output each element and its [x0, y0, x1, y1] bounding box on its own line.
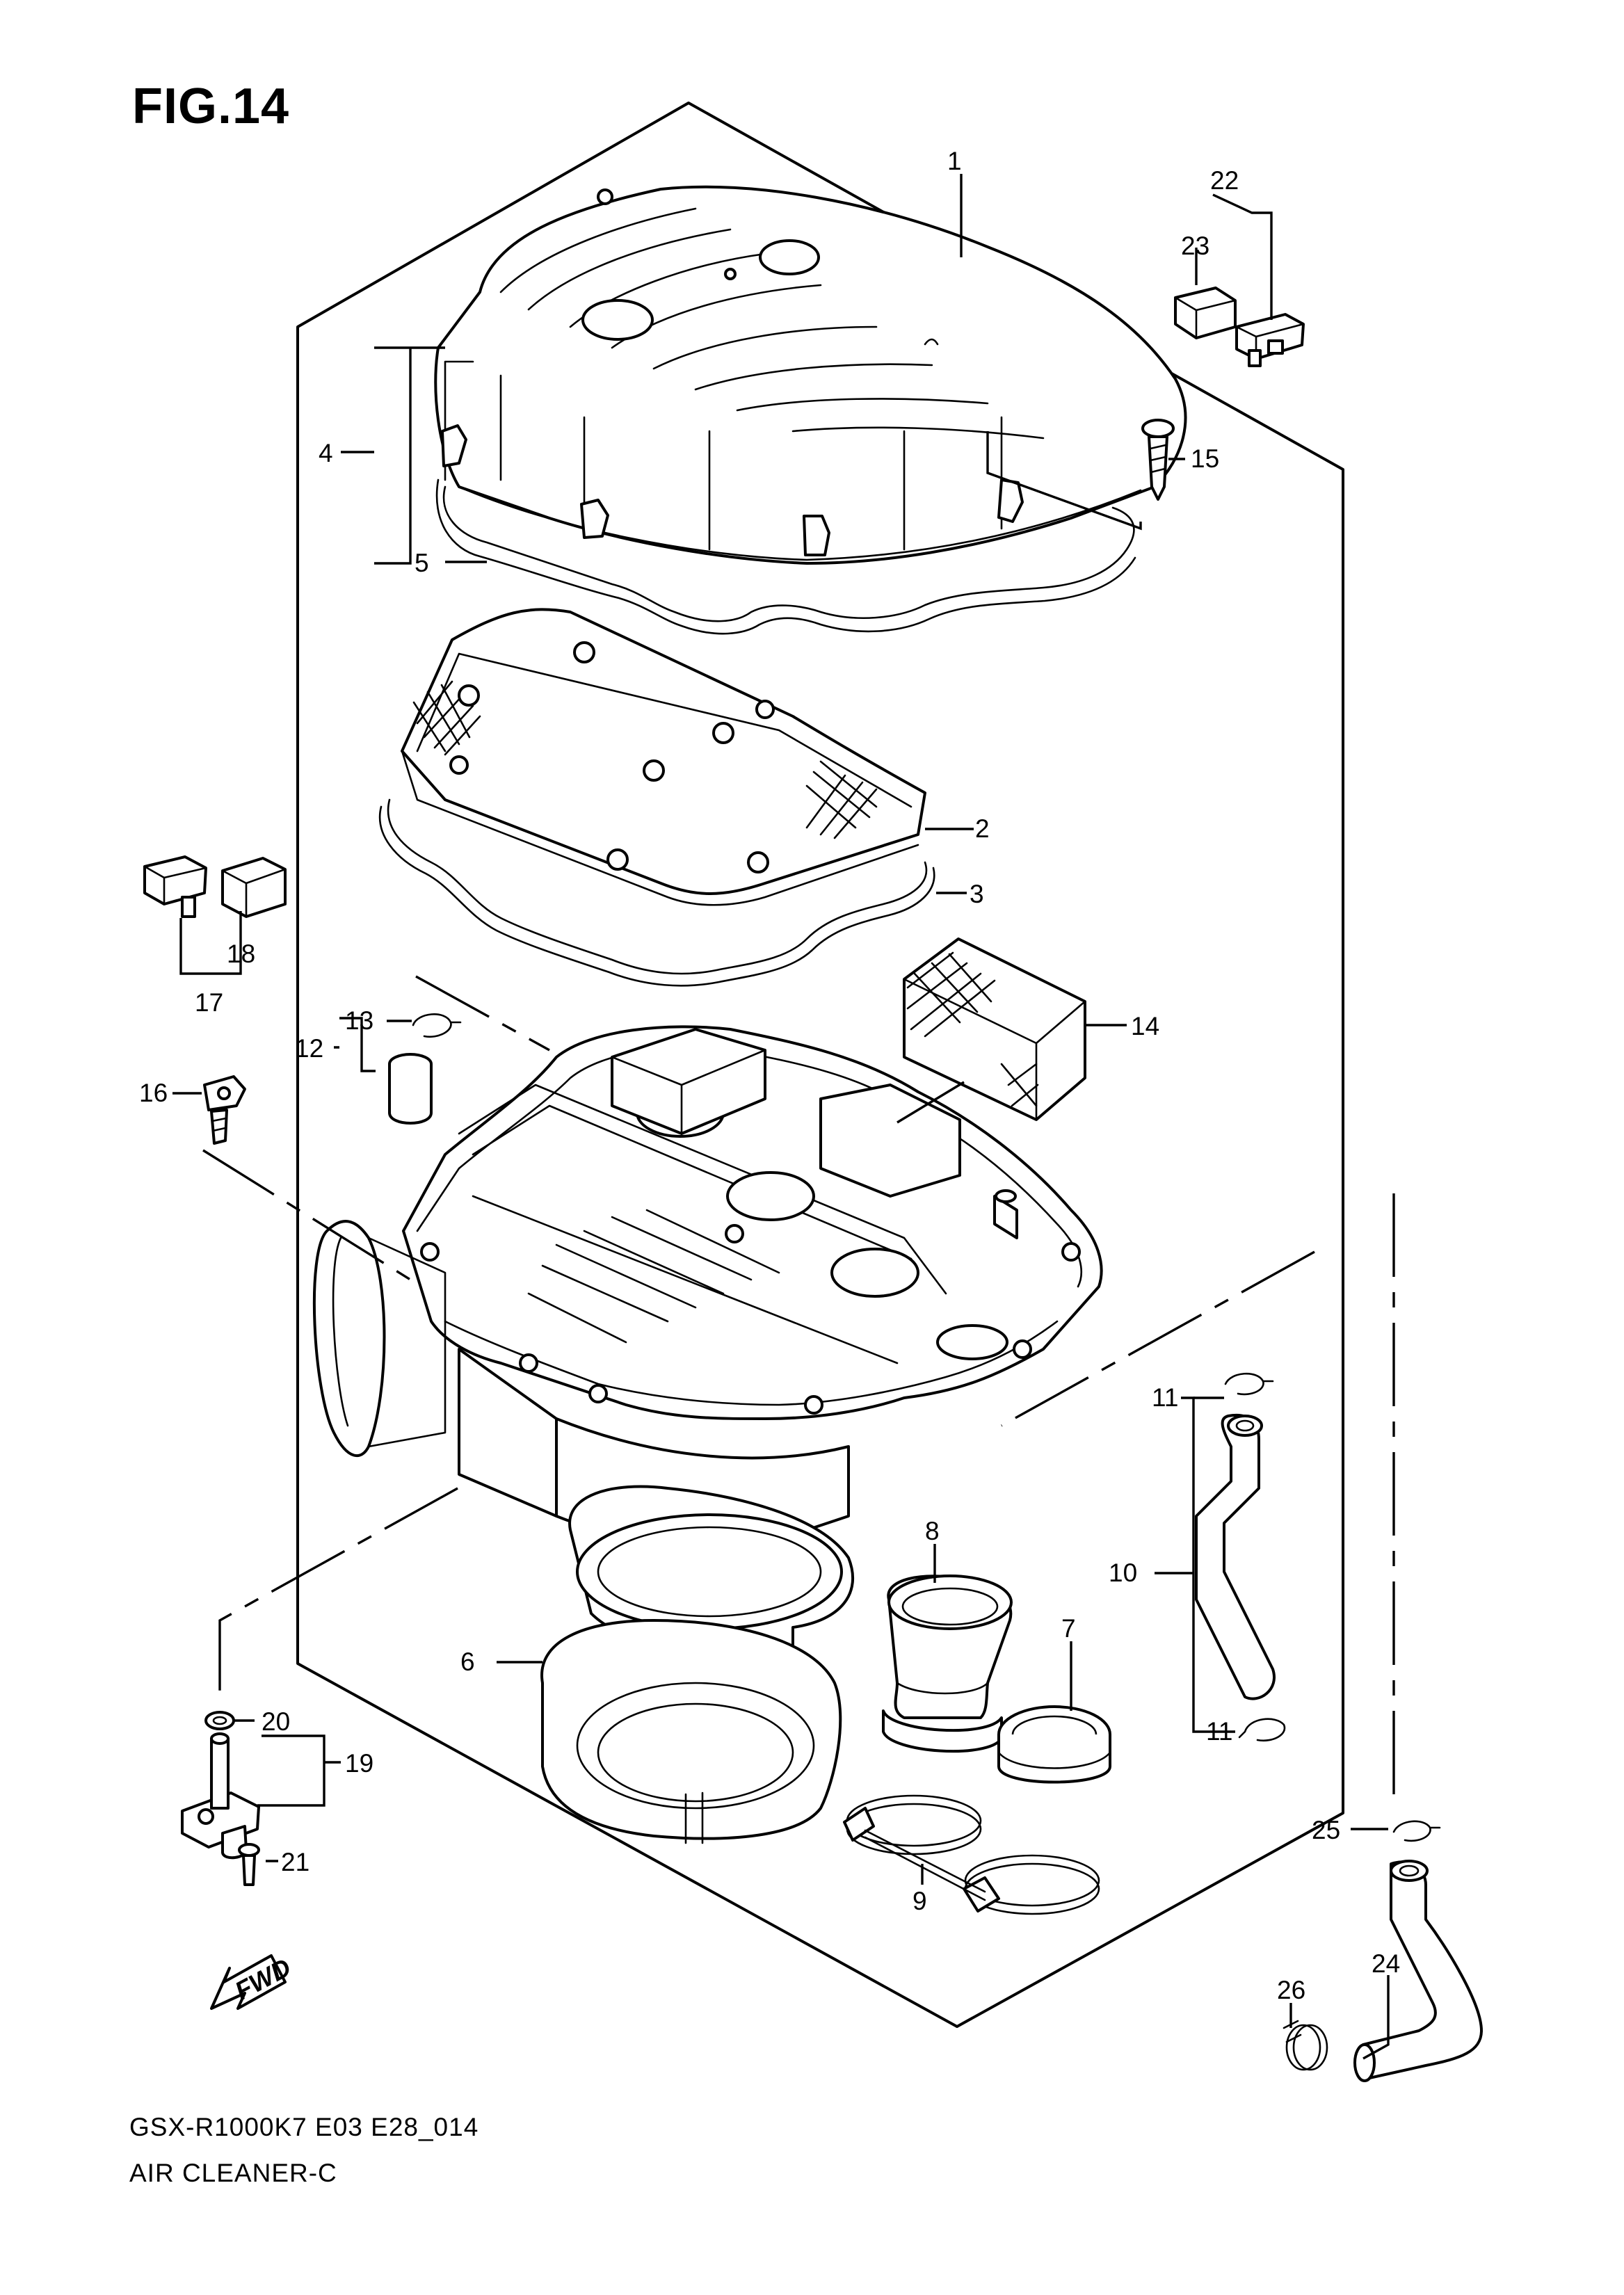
model-code: GSX-R1000K7 E03 E28_014 [129, 2113, 479, 2141]
callout-25: 25 [1312, 1816, 1340, 1844]
callout-11-top: 11 [1152, 1383, 1178, 1412]
part-26-hose-clamp [1283, 2020, 1328, 2071]
callout-23: 23 [1181, 232, 1209, 260]
part-8-intake-boot [882, 1575, 1013, 1753]
callout-16: 16 [139, 1079, 168, 1107]
part-3-filter-seal [387, 798, 928, 975]
callout-4: 4 [319, 439, 333, 467]
fwd-arrow-icon: FWD [210, 1953, 296, 2010]
callout-18: 18 [227, 940, 255, 968]
part-23-connector-cap [1174, 287, 1237, 339]
callout-22: 22 [1210, 166, 1239, 195]
assembly-boundary [296, 102, 1344, 2028]
part-24-breather-hose [1353, 1860, 1483, 2082]
part-5-seal [442, 485, 1135, 622]
part-7-rubber-ring [997, 1705, 1111, 1784]
callout-10: 10 [1109, 1559, 1137, 1587]
part-6-intake-duct [540, 1485, 855, 1844]
callout-21: 21 [281, 1848, 309, 1876]
callout-7: 7 [1061, 1614, 1076, 1643]
part-16-bolt [203, 1075, 246, 1145]
callout-5: 5 [415, 549, 429, 577]
part-12-drain-plug [388, 1053, 433, 1125]
part-13-clip [412, 1013, 462, 1038]
part-20-gasket [204, 1711, 235, 1730]
callout-15: 15 [1191, 444, 1219, 473]
callout-8: 8 [925, 1517, 940, 1545]
part-18-connector-cap [221, 857, 287, 918]
callout-20: 20 [262, 1707, 290, 1736]
part-11-clip-bottom [1238, 1718, 1286, 1742]
callout-14: 14 [1131, 1012, 1159, 1040]
callout-11-bottom: 11 [1206, 1717, 1232, 1746]
callout-9: 9 [913, 1887, 927, 1915]
callout-3: 3 [970, 880, 984, 908]
callout-19: 19 [345, 1749, 373, 1778]
callout-26: 26 [1277, 1976, 1305, 2004]
part-9-clamps [843, 1794, 1100, 1915]
part-25-clip [1392, 1820, 1441, 1842]
part-10-drain-hose [1195, 1413, 1276, 1700]
callout-24: 24 [1372, 1949, 1400, 1978]
callout-1: 1 [947, 147, 962, 175]
callout-12: 12 [295, 1034, 323, 1063]
callout-2: 2 [975, 814, 990, 843]
callout-13: 13 [345, 1006, 373, 1035]
part-2-filter-element [401, 608, 926, 906]
part-1-cleaner-cap [434, 185, 1187, 565]
part-14-foam-element [903, 937, 1086, 1121]
callout-6: 6 [460, 1648, 475, 1676]
part-19-breather-fitting [181, 1732, 260, 1860]
part-22-connector [1235, 313, 1305, 367]
part-21-screw [238, 1843, 260, 1886]
part-17-sensor-connector [143, 855, 207, 918]
part-15-screw [1141, 419, 1175, 501]
part-11-clip-top [1224, 1372, 1274, 1396]
figure-title: FIG.14 [132, 79, 290, 134]
callout-17: 17 [195, 988, 223, 1017]
figure-name: AIR CLEANER-C [129, 2159, 337, 2187]
